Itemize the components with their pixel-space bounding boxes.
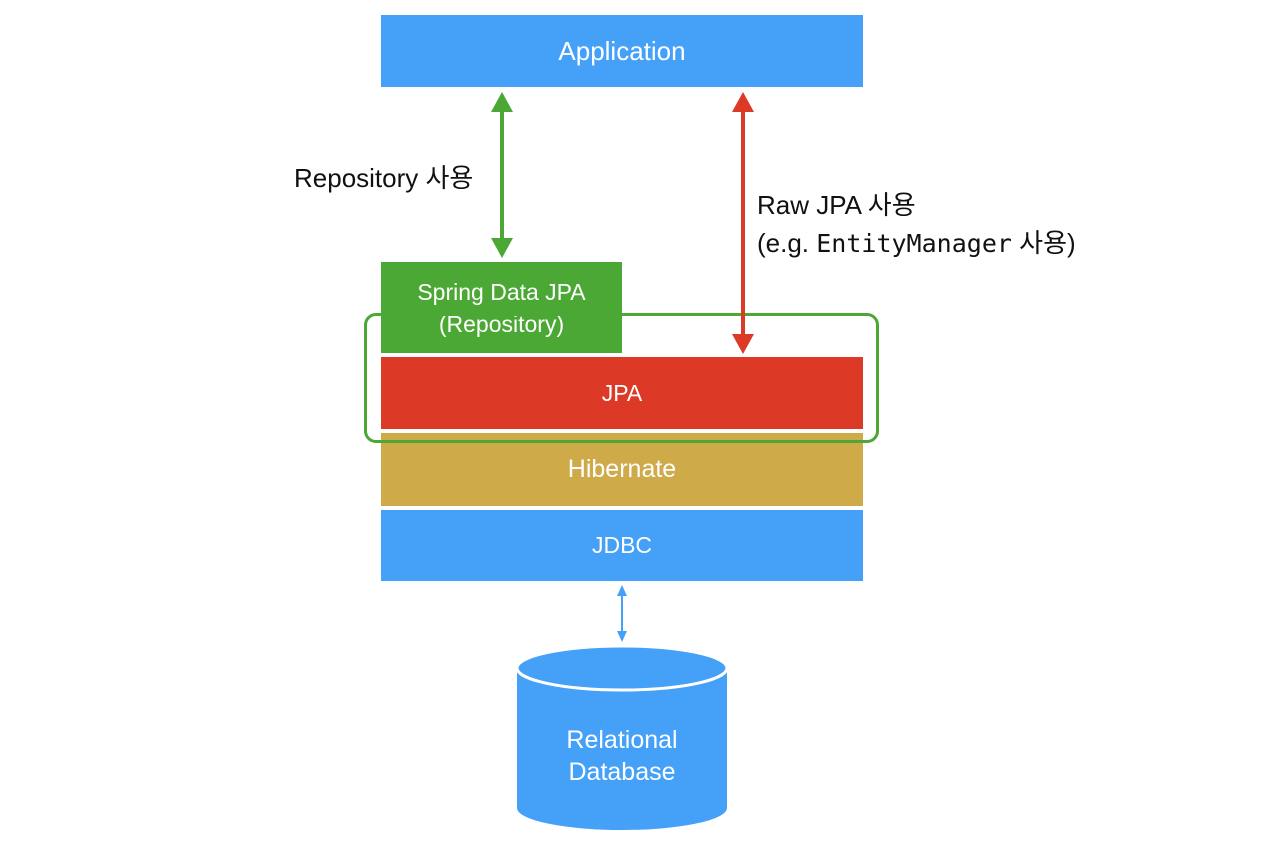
raw-jpa-label-line2: (e.g. EntityManager 사용) bbox=[757, 224, 1076, 263]
database-label: Relational Database bbox=[517, 724, 727, 788]
database-cylinder-icon bbox=[515, 644, 729, 830]
repository-arrow bbox=[491, 92, 513, 258]
entity-manager-code: EntityManager bbox=[816, 229, 1012, 258]
raw-jpa-eg-suffix: 사용) bbox=[1011, 228, 1076, 258]
raw-jpa-eg-prefix: (e.g. bbox=[757, 228, 817, 258]
jdbc-database-arrow bbox=[617, 585, 627, 642]
application-label: Application bbox=[558, 35, 686, 66]
spring-data-jpa-label: Spring Data JPA bbox=[417, 278, 586, 305]
spring-data-jpa-layer: Spring Data JPA (Repository) bbox=[381, 262, 622, 353]
hibernate-label: Hibernate bbox=[567, 455, 677, 483]
jpa-label: JPA bbox=[601, 379, 643, 406]
jdbc-layer: JDBC bbox=[381, 510, 863, 581]
jpa-layer: JPA bbox=[381, 357, 863, 429]
hibernate-layer: Hibernate bbox=[381, 433, 863, 506]
database-label-line2: Database bbox=[568, 758, 676, 786]
jdbc-label: JDBC bbox=[591, 532, 653, 558]
raw-jpa-arrow bbox=[732, 92, 754, 354]
application-layer: Application bbox=[381, 15, 863, 87]
raw-jpa-label-line1: Raw JPA 사용 bbox=[757, 190, 916, 220]
database-label-line1: Relational bbox=[566, 726, 678, 754]
repository-usage-label: Repository 사용 bbox=[294, 163, 474, 193]
raw-jpa-usage-label: Raw JPA 사용 (e.g. EntityManager 사용) bbox=[757, 186, 1076, 263]
